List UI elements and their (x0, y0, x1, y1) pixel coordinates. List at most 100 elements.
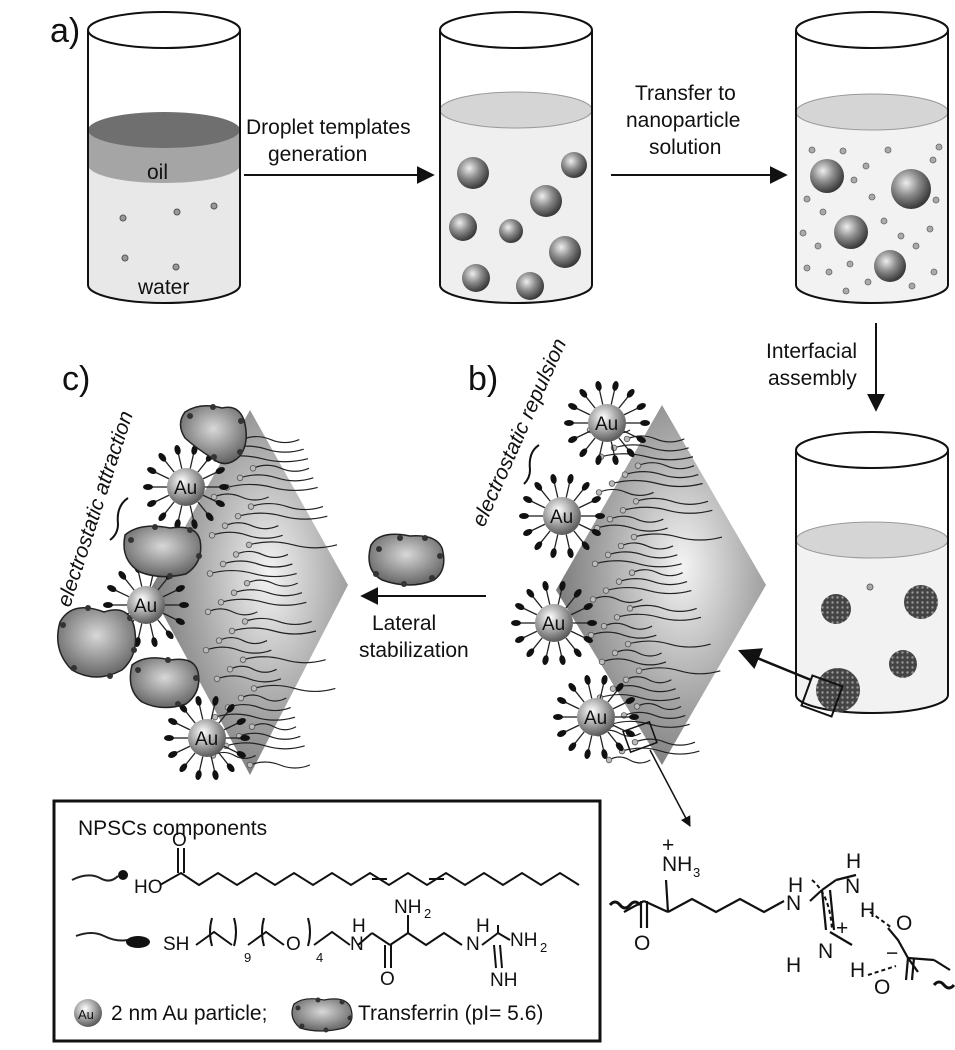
beaker-nanoparticle-solution (795, 11, 949, 304)
fatty-acid-head (232, 551, 240, 558)
ligand-head (236, 718, 246, 725)
au-particle (188, 719, 226, 757)
fatty-acid-head (245, 541, 253, 549)
ligand-head (581, 541, 590, 551)
subscript-2: 2 (540, 940, 547, 955)
ligand-head (179, 763, 188, 773)
ligand-head (573, 588, 582, 598)
fatty-acid-head (604, 551, 612, 559)
panel-label-b: b) (468, 360, 498, 398)
water-label: water (137, 276, 189, 299)
nh2-label: NH (394, 897, 421, 918)
ligand-head (573, 648, 582, 658)
oil-layer (88, 112, 240, 148)
fatty-acid-head (609, 685, 617, 692)
fatty-acid-head (247, 503, 255, 510)
ligand-head (636, 436, 646, 443)
ligand-head (168, 718, 178, 725)
ligand-head (567, 548, 574, 558)
ligand-head (568, 682, 577, 692)
ligand-head (147, 500, 157, 507)
n-label: N (818, 940, 833, 963)
ligand-head (583, 636, 593, 643)
fatty-acid-head (239, 656, 247, 663)
ligand-head (612, 381, 619, 391)
ligand-head (526, 588, 535, 598)
fatty-acid-head (248, 723, 256, 730)
ligand-head (595, 381, 602, 391)
step-lateral-1: Lateral (372, 612, 436, 635)
beaker-droplet-templates (439, 11, 593, 304)
au-particle (543, 497, 581, 535)
au-particle (577, 698, 615, 736)
fatty-acid-head (622, 676, 630, 683)
ligand-head (143, 484, 153, 490)
oil-label: oil (147, 161, 168, 184)
ligand-head (550, 548, 557, 558)
au-particle-text: 2 nm Au particle; (111, 1002, 267, 1025)
fatty-acid-head (631, 738, 639, 746)
nh3-label: NH (662, 853, 692, 876)
fatty-acid-head (243, 579, 251, 587)
ligand-head (523, 496, 533, 503)
ligand-head (205, 512, 214, 522)
h-label: H (850, 959, 865, 982)
ligand-head (118, 570, 127, 580)
transferrin-bound (57, 404, 247, 709)
fatty-acid-head (213, 675, 221, 683)
step-transfer-1: Transfer to (635, 82, 736, 105)
transferrin-free (368, 533, 445, 587)
ligand-head (564, 420, 574, 426)
ligand-head (542, 581, 549, 591)
ligand-head (519, 513, 529, 519)
zoom-box (622, 720, 658, 754)
beaker-oil-water: oil water (87, 11, 241, 304)
ligand-head (165, 630, 174, 640)
ligand-head (212, 770, 219, 780)
ligand-head (511, 620, 521, 626)
fatty-acid-head (219, 560, 227, 568)
ligand-head (550, 474, 557, 484)
n-label: N (845, 875, 860, 898)
ligand-head (534, 481, 543, 491)
ligand-head (559, 655, 566, 665)
o-label: O (634, 932, 650, 955)
au-particle-icon (74, 999, 102, 1027)
fatty-acid-head (615, 578, 623, 585)
fatty-acid-head (623, 435, 631, 443)
fatty-acid-head (241, 618, 249, 625)
fatty-acid-head (626, 605, 634, 612)
ligand-head (557, 730, 567, 737)
fatty-acid-head (221, 522, 229, 529)
au-label: Au (542, 614, 565, 635)
o-label: O (380, 969, 395, 990)
o-label: O (896, 912, 912, 935)
ligand-head (595, 455, 602, 465)
fatty-acid-head (611, 649, 619, 657)
fatty-acid-head (215, 637, 223, 644)
fatty-acid-head (595, 489, 603, 496)
ho-label: HO (134, 877, 163, 898)
nh-label: NH (490, 970, 517, 991)
ligand-head (523, 529, 533, 536)
ligand-head (174, 445, 181, 455)
panel-label-a: a) (50, 12, 80, 50)
ligand-head (158, 512, 167, 522)
ligand-head (164, 735, 174, 741)
ligand-head (568, 403, 578, 410)
ligand-head (103, 602, 113, 608)
ligand-head (557, 697, 567, 704)
au-label: Au (584, 708, 607, 729)
ligand-head (591, 496, 601, 503)
au-label: Au (550, 507, 573, 528)
ligand-head (601, 749, 608, 759)
au-label: Au (174, 478, 197, 499)
fatty-acid-head (211, 713, 219, 721)
ligand-head (515, 636, 525, 643)
ligand-head (226, 703, 235, 713)
fatty-acid-head (619, 507, 627, 514)
ligand-head (601, 675, 608, 685)
fatty-acid-head (621, 471, 629, 478)
ligand-head (526, 648, 535, 658)
